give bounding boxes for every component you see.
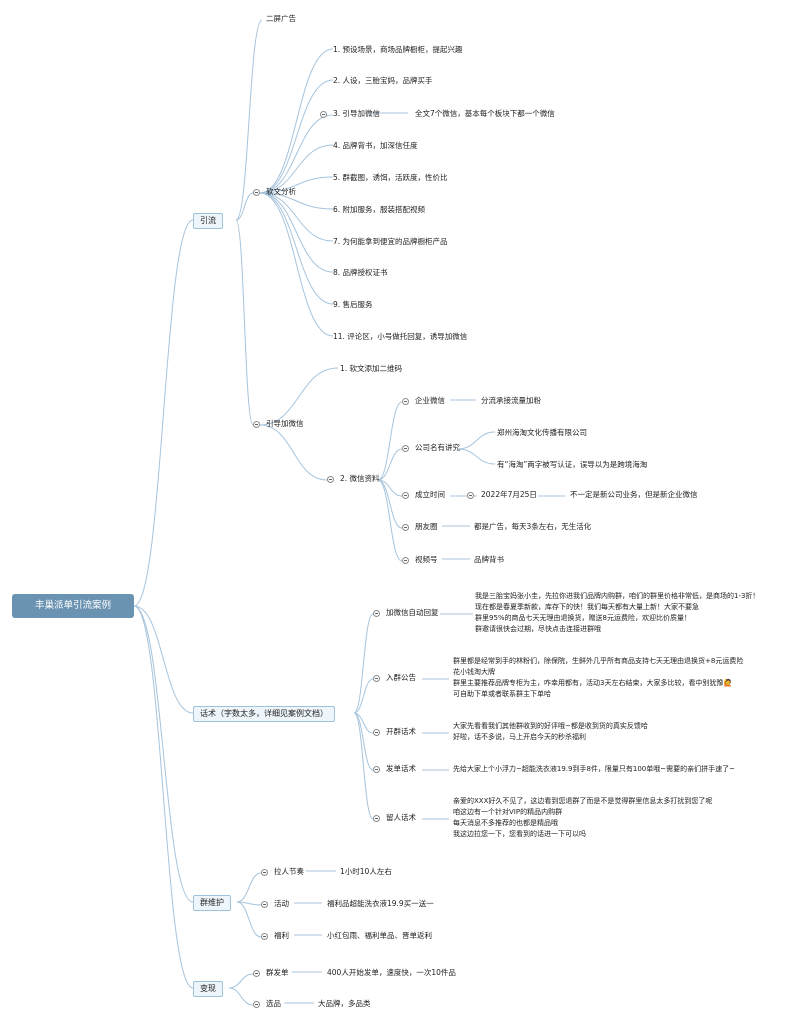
huashu-1-line-4: 群邀请很快会过期，尽快点击连接进群哦 <box>475 625 601 633</box>
ruanwen-item-5[interactable]: 5. 群截图，诱饵，活跃度，性价比 <box>333 173 448 182</box>
pengyouquan-note[interactable]: 都是广告，每天3条左右，无生活化 <box>474 522 592 531</box>
huashu-3-line-1: 大家先看看我们其他群收到的好评哦~都是收到货的真实反馈哈 <box>453 722 648 730</box>
ruanwen-item-1[interactable]: 1. 预设场景，商场品牌橱柜，提起兴趣 <box>333 45 463 54</box>
node-bianxian[interactable]: 变现 <box>193 981 223 997</box>
qunweihu-item-3[interactable]: 福利 <box>274 931 289 940</box>
collapse-pyq-icon[interactable] <box>402 524 409 531</box>
node-gongsi[interactable]: 公司名有讲究 <box>415 443 460 452</box>
huashu-2-line-4: 可自助下单或者联系群主下单哈 <box>453 690 551 698</box>
ruanwen-item-4[interactable]: 4. 品牌背书，加深信任度 <box>333 141 418 150</box>
ruanwen-item-2[interactable]: 2. 人设，三胎宝妈，品牌买手 <box>333 76 433 85</box>
node-shipinhao[interactable]: 视频号 <box>415 555 438 564</box>
collapse-bx2-icon[interactable] <box>253 1001 260 1008</box>
node-ruanwen[interactable]: 软文分析 <box>266 187 296 196</box>
ruanwen-item-9[interactable]: 9. 售后服务 <box>333 300 373 309</box>
qunweihu-item-2-note[interactable]: 福利品超能洗衣液19.9买一送一 <box>327 899 434 908</box>
ruanwen-item-3[interactable]: 3. 引导加微信 <box>333 109 381 118</box>
collapse-hs5-icon[interactable] <box>373 815 380 822</box>
gongsi-note-1[interactable]: 郑州海淘文化传播有限公司 <box>497 428 587 437</box>
collapse-qw1-icon[interactable] <box>261 869 268 876</box>
ruanwen-item-6[interactable]: 6. 附加服务，服装搭配视频 <box>333 205 426 214</box>
qunweihu-item-1-note[interactable]: 1小时10人左右 <box>340 867 392 876</box>
node-qunweihu[interactable]: 群维护 <box>193 895 231 911</box>
huashu-5-line-3: 每天消息不多推荐的也都是精品哦 <box>453 819 558 827</box>
collapse-hs4-icon[interactable] <box>373 766 380 773</box>
huashu-5-line-4: 我这边拉您一下，您看到的话进一下可以吗 <box>453 830 586 838</box>
gongsi-note-2[interactable]: 有“海淘”两字被写认证，误导以为是跨境海淘 <box>497 460 648 469</box>
bianxian-item-2[interactable]: 选品 <box>266 999 281 1008</box>
qiye-note[interactable]: 分流承接流量加粉 <box>481 396 541 405</box>
collapse-hs2-icon[interactable] <box>373 675 380 682</box>
huashu-1-line-1: 我是三胎宝妈张小圭，先拉你进我们品牌内购群，咱们的群里价格非常低，是商场的1-3… <box>475 592 760 600</box>
huashu-1-line-3: 群里95%的商品七天无理由退换货，赠送8元运费险，欢迎比价质量！ <box>475 614 692 622</box>
yindao-item-1[interactable]: 1. 软文添加二维码 <box>340 364 403 373</box>
root-node[interactable]: 丰巢派单引流案例 <box>12 594 134 618</box>
collapse-hs3-icon[interactable] <box>373 729 380 736</box>
collapse-date-icon[interactable] <box>467 492 474 499</box>
node-erping[interactable]: 二屏广告 <box>266 14 296 23</box>
qunweihu-item-3-note[interactable]: 小红包雨、福利单品、晋单返利 <box>327 931 432 940</box>
node-qiye[interactable]: 企业微信 <box>415 396 445 405</box>
collapse-qw3-icon[interactable] <box>261 933 268 940</box>
collapse-qw2-icon[interactable] <box>261 901 268 908</box>
collapse-yindao-icon[interactable] <box>253 421 260 428</box>
huashu-2-line-1: 群里都是经常到手的林粉们，除保院，生鲜外几乎所有商品支持七天无理由退换货+8元运… <box>453 657 744 665</box>
huashu-5-line-2: 咱这边有一个针对VIP的精品内购群 <box>453 808 563 816</box>
chengli-note[interactable]: 不一定是新公司业务，但是新企业微信 <box>570 490 698 499</box>
bianxian-item-1[interactable]: 群发单 <box>266 968 289 977</box>
huashu-3-line-2: 好啦，话不多说，马上开启今天的秒杀福利 <box>453 733 586 741</box>
huashu-item-2[interactable]: 入群公告 <box>386 673 416 682</box>
chengli-date[interactable]: 2022年7月25日 <box>481 490 537 499</box>
huashu-item-4[interactable]: 发单话术 <box>386 764 416 773</box>
huashu-item-3[interactable]: 开群话术 <box>386 727 416 736</box>
ruanwen-item-11[interactable]: 11. 评论区，小号做托回复，诱导加微信 <box>333 332 468 341</box>
collapse-gongsi-icon[interactable] <box>402 445 409 452</box>
ruanwen-item-7[interactable]: 7. 为何能拿到便宜的品牌橱柜产品 <box>333 237 448 246</box>
huashu-5-line-1: 亲爱的XXX好久不见了，这边看到您退群了而是不是觉得群里信息太多打扰到您了呢 <box>453 797 713 805</box>
shipinhao-note[interactable]: 品牌背书 <box>474 555 504 564</box>
collapse-qiye-icon[interactable] <box>402 398 409 405</box>
node-pengyouquan[interactable]: 朋友圈 <box>415 522 438 531</box>
huashu-1-line-2: 现在都是春夏季新款，库存下的快！我们每天都有大量上新！大家不要急 <box>475 603 699 611</box>
node-huashu[interactable]: 话术（字数太多，详细见案例文档） <box>193 706 335 722</box>
qunweihu-item-1[interactable]: 拉人节奏 <box>274 867 304 876</box>
collapse-item3-icon[interactable] <box>320 111 327 118</box>
huashu-4-line-1: 先给大家上个小浮力~超能洗衣液19.9到手8件，限量只有100单哦~需要的亲们拼… <box>453 765 735 773</box>
collapse-ruanwen-icon[interactable] <box>253 189 260 196</box>
node-chengli[interactable]: 成立时间 <box>415 490 445 499</box>
collapse-sph-icon[interactable] <box>402 557 409 564</box>
bianxian-item-2-note[interactable]: 大品牌，多品类 <box>318 999 371 1008</box>
ruanwen-item-3-note[interactable]: 全文7个微信，基本每个板块下都一个微信 <box>415 109 555 118</box>
qunweihu-item-2[interactable]: 活动 <box>274 899 289 908</box>
ruanwen-item-8[interactable]: 8. 品牌授权证书 <box>333 268 388 277</box>
huashu-2-line-3: 群里主要推荐品牌专柜为主，咋幸用都有，活动3天左右结束，大家多比较，看中别犹豫🙋 <box>453 679 733 687</box>
yindao-item-2[interactable]: 2. 微信资料 <box>340 474 380 483</box>
huashu-item-1[interactable]: 加微信自动回复 <box>386 608 439 617</box>
node-yindao[interactable]: 引导加微信 <box>266 419 304 428</box>
bianxian-item-1-note[interactable]: 400人开始发单，速度快，一次10件品 <box>327 968 456 977</box>
node-yinliu[interactable]: 引流 <box>193 213 223 229</box>
huashu-item-5[interactable]: 留人话术 <box>386 813 416 822</box>
collapse-hs1-icon[interactable] <box>373 610 380 617</box>
huashu-2-line-2: 花小钱淘大牌 <box>453 668 495 676</box>
collapse-weixin-icon[interactable] <box>327 476 334 483</box>
collapse-chengli-icon[interactable] <box>402 492 409 499</box>
collapse-bx1-icon[interactable] <box>253 970 260 977</box>
